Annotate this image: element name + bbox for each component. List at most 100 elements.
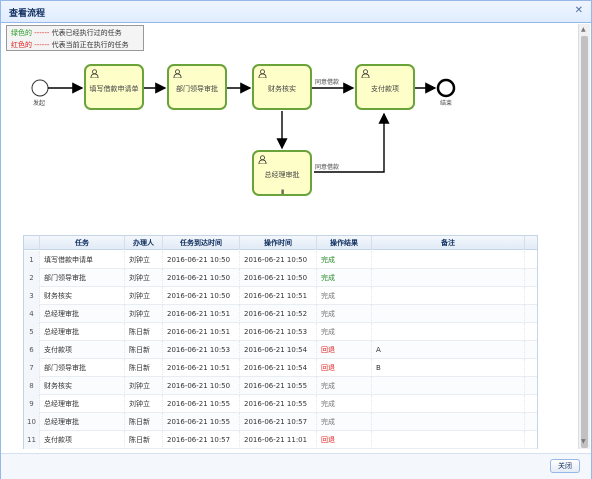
flow-label-agree-1: 同意借款	[315, 79, 340, 86]
cell-task: 支付款项	[40, 431, 125, 449]
header-result[interactable]: 操作结果	[317, 236, 372, 250]
cell-user: 刘钟立	[125, 377, 163, 395]
cell-result: 回退	[317, 431, 372, 449]
scroll-thumb[interactable]	[581, 36, 588, 448]
user-task-icon	[90, 69, 99, 78]
cell-task: 部门领导审批	[40, 359, 125, 377]
cell-result: 完成	[317, 305, 372, 323]
cell-user: 陈日新	[125, 413, 163, 431]
cell-note	[372, 377, 525, 395]
cell-arrive-time: 2016-06-21 10:53	[163, 341, 240, 359]
cell-task: 财务核实	[40, 377, 125, 395]
cell-arrive-time: 2016-06-21 10:55	[163, 413, 240, 431]
cell-task: 财务核实	[40, 287, 125, 305]
dialog-content: 绿色的 ------ 代表已经执行过的任务 红色的 ------ 代表当前正在执…	[2, 24, 578, 449]
end-event-label: 结束	[440, 100, 453, 107]
vertical-scrollbar[interactable]: ▲ ▼	[578, 24, 590, 449]
flow-label-agree-2: 同意借款	[315, 164, 340, 171]
cell-task: 总经理审批	[40, 323, 125, 341]
cell-result: 完成	[317, 413, 372, 431]
task-label: 总经理审批	[264, 171, 300, 179]
task-fill-application[interactable]: 填写借款申请单	[84, 64, 144, 110]
cell-op-time: 2016-06-21 10:50	[240, 269, 317, 287]
cell-rownum: 8	[24, 377, 40, 395]
cell-note	[372, 431, 525, 449]
cell-task: 支付款项	[40, 341, 125, 359]
cell-task: 总经理审批	[40, 413, 125, 431]
table-header: 任务 办理人 任务到达时间 操作时间 操作结果 备注	[24, 236, 537, 250]
user-task-icon	[361, 69, 370, 78]
task-label: 填写借款申请单	[89, 85, 139, 93]
legend-red-line: 红色的 ------ 代表当前正在执行的任务	[11, 39, 139, 51]
header-user[interactable]: 办理人	[125, 236, 163, 250]
cell-user: 刘钟立	[125, 305, 163, 323]
cell-rownum: 11	[24, 431, 40, 449]
cell-user: 刘钟立	[125, 287, 163, 305]
cell-op-time: 2016-06-21 11:01	[240, 431, 317, 449]
cell-arrive-time: 2016-06-21 10:50	[163, 287, 240, 305]
legend-green-line: 绿色的 ------ 代表已经执行过的任务	[11, 27, 139, 39]
scroll-up-icon[interactable]: ▲	[581, 26, 586, 33]
close-button[interactable]: 关闭	[550, 459, 580, 473]
cell-task: 部门领导审批	[40, 269, 125, 287]
task-finance-verify[interactable]: 财务核实	[252, 64, 312, 110]
cell-result: 完成	[317, 377, 372, 395]
user-task-icon	[258, 155, 267, 164]
cell-user: 陈日新	[125, 341, 163, 359]
cell-note	[372, 323, 525, 341]
cell-arrive-time: 2016-06-21 10:50	[163, 269, 240, 287]
cell-rownum: 7	[24, 359, 40, 377]
cell-user: 陈日新	[125, 323, 163, 341]
header-task[interactable]: 任务	[40, 236, 125, 250]
start-event-label: 发起	[33, 100, 46, 107]
legend-red-text: 代表当前正在执行的任务	[51, 41, 129, 49]
cell-note	[372, 269, 525, 287]
cell-note	[372, 413, 525, 431]
cell-note	[372, 287, 525, 305]
cell-result: 完成	[317, 251, 372, 269]
cell-note	[372, 251, 525, 269]
cell-rownum: 5	[24, 323, 40, 341]
header-op-time[interactable]: 操作时间	[240, 236, 317, 250]
cell-op-time: 2016-06-21 10:55	[240, 395, 317, 413]
cell-result: 完成	[317, 323, 372, 341]
cell-rownum: 3	[24, 287, 40, 305]
task-gm-approval[interactable]: 总经理审批 III	[252, 150, 312, 196]
start-event-icon	[31, 79, 49, 97]
cell-task: 总经理审批	[40, 395, 125, 413]
cell-arrive-time: 2016-06-21 10:51	[163, 359, 240, 377]
cell-op-time: 2016-06-21 10:57	[240, 413, 317, 431]
dialog-title: 查看流程	[9, 9, 46, 19]
task-label: 财务核实	[268, 85, 296, 93]
dialog-titlebar: 查看流程 ✕	[1, 1, 591, 23]
header-arrive-time[interactable]: 任务到达时间	[163, 236, 240, 250]
cell-op-time: 2016-06-21 10:55	[240, 377, 317, 395]
cell-user: 刘钟立	[125, 395, 163, 413]
scroll-down-icon[interactable]: ▼	[581, 438, 586, 445]
cell-result: 完成	[317, 269, 372, 287]
cell-result: 回退	[317, 359, 372, 377]
cell-arrive-time: 2016-06-21 10:50	[163, 251, 240, 269]
cell-arrive-time: 2016-06-21 10:50	[163, 377, 240, 395]
task-dept-approval[interactable]: 部门领导审批	[167, 64, 227, 110]
process-diagram	[31, 78, 456, 173]
cell-arrive-time: 2016-06-21 10:57	[163, 431, 240, 449]
close-icon[interactable]: ✕	[574, 5, 583, 16]
header-note[interactable]: 备注	[372, 236, 525, 250]
cell-result: 完成	[317, 395, 372, 413]
cell-rownum: 2	[24, 269, 40, 287]
task-payment[interactable]: 支付款项	[355, 64, 415, 110]
